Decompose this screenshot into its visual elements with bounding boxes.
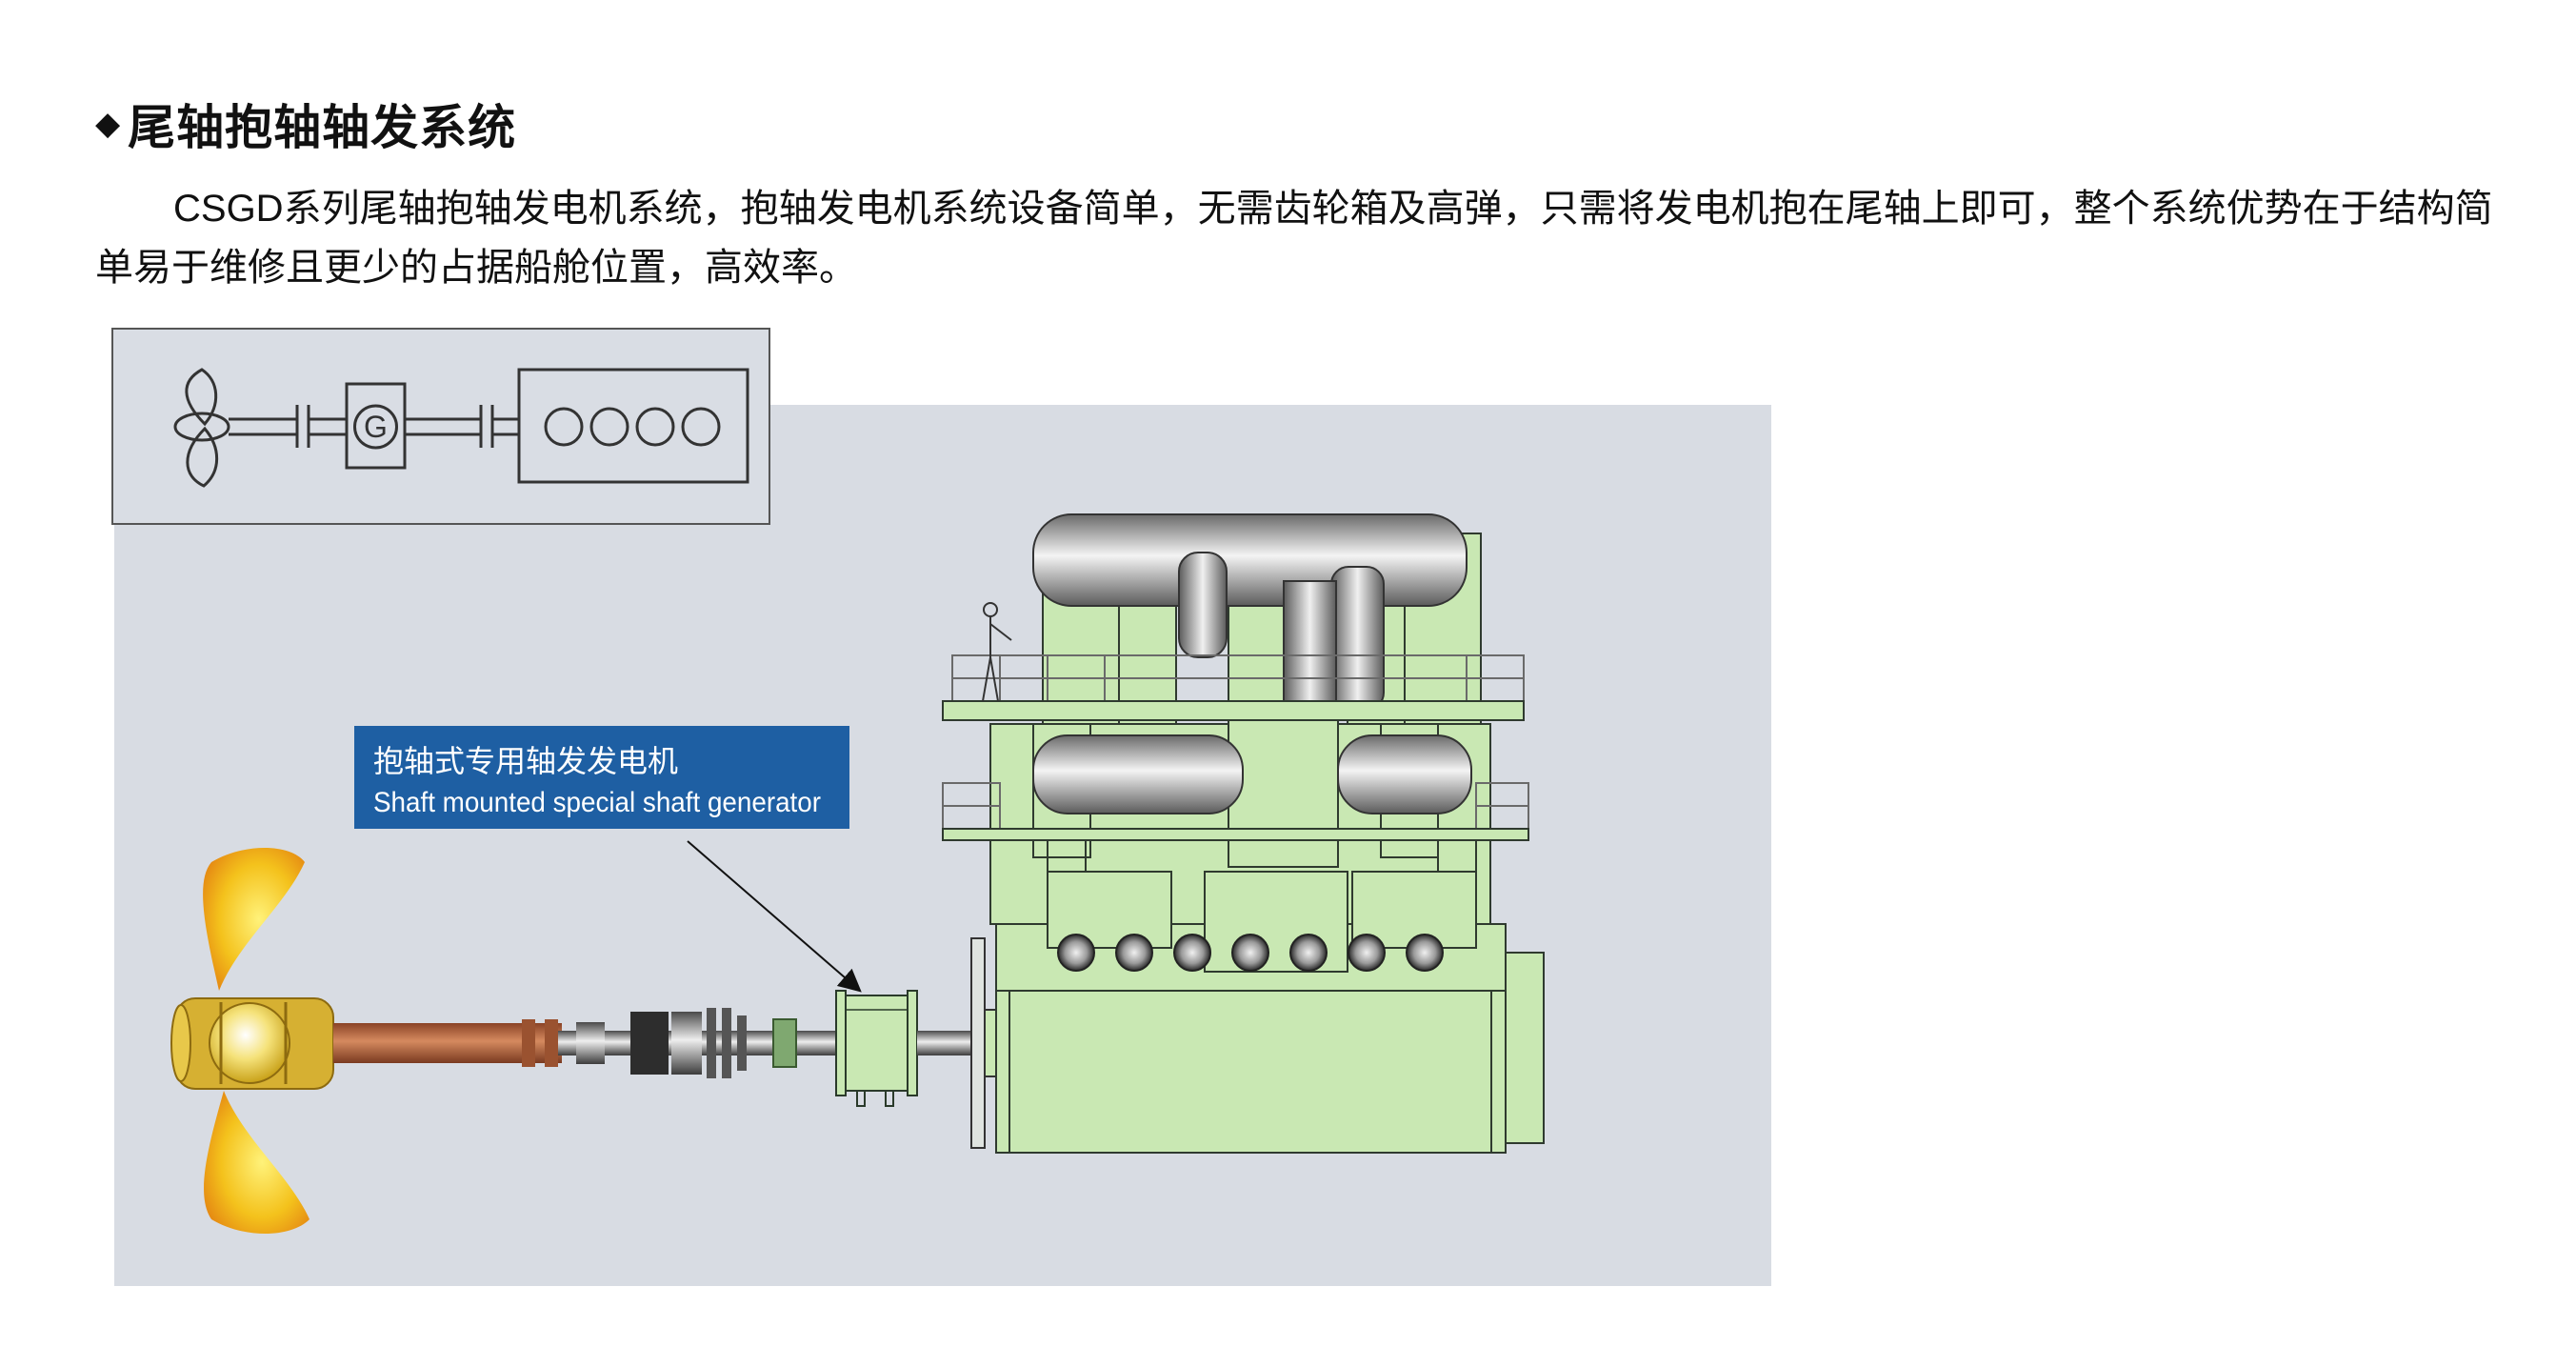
schematic-inset: G <box>111 328 770 525</box>
shaft-coupling <box>772 1018 797 1068</box>
description-paragraph: CSGD系列尾轴抱轴发电机系统，抱轴发电机系统设备简单，无需齿轮箱及高弹，只需将… <box>95 188 2493 289</box>
diagram-background-panel <box>114 405 1771 1286</box>
schematic-generator-icon: G <box>345 382 407 470</box>
schematic-engine-icon <box>517 368 749 484</box>
schematic-propeller-icon <box>173 368 230 488</box>
turbocharger <box>1178 552 1385 711</box>
engine-platform-railing <box>942 654 1529 841</box>
scavenge-receiver <box>1032 734 1472 814</box>
schematic-generator-label: G <box>364 410 388 444</box>
callout-arrow <box>687 840 862 993</box>
shaft-mounted-generator <box>835 990 918 1107</box>
propeller <box>170 848 334 1234</box>
callout-label-cn: 抱轴式专用轴发发电机 <box>373 743 678 779</box>
shaft-seal-assembly <box>576 1008 747 1078</box>
human-scale-figure <box>982 602 1012 702</box>
section-heading: ◆ 尾轴抱轴轴发系统 <box>95 90 516 157</box>
diamond-bullet-icon: ◆ <box>95 106 121 142</box>
section-title: 尾轴抱轴轴发系统 <box>128 101 517 154</box>
callout-label-en: Shaft mounted special shaft generator <box>373 787 821 818</box>
callout-box <box>354 726 849 829</box>
cylinder-ports <box>1057 934 1444 972</box>
flywheel-plate <box>970 937 997 1149</box>
exhaust-receiver-top <box>1032 513 1468 607</box>
schematic-shaft-line <box>229 405 519 448</box>
generator-callout: 抱轴式专用轴发发电机 Shaft mounted special shaft g… <box>354 726 849 829</box>
main-engine <box>989 533 1545 1154</box>
